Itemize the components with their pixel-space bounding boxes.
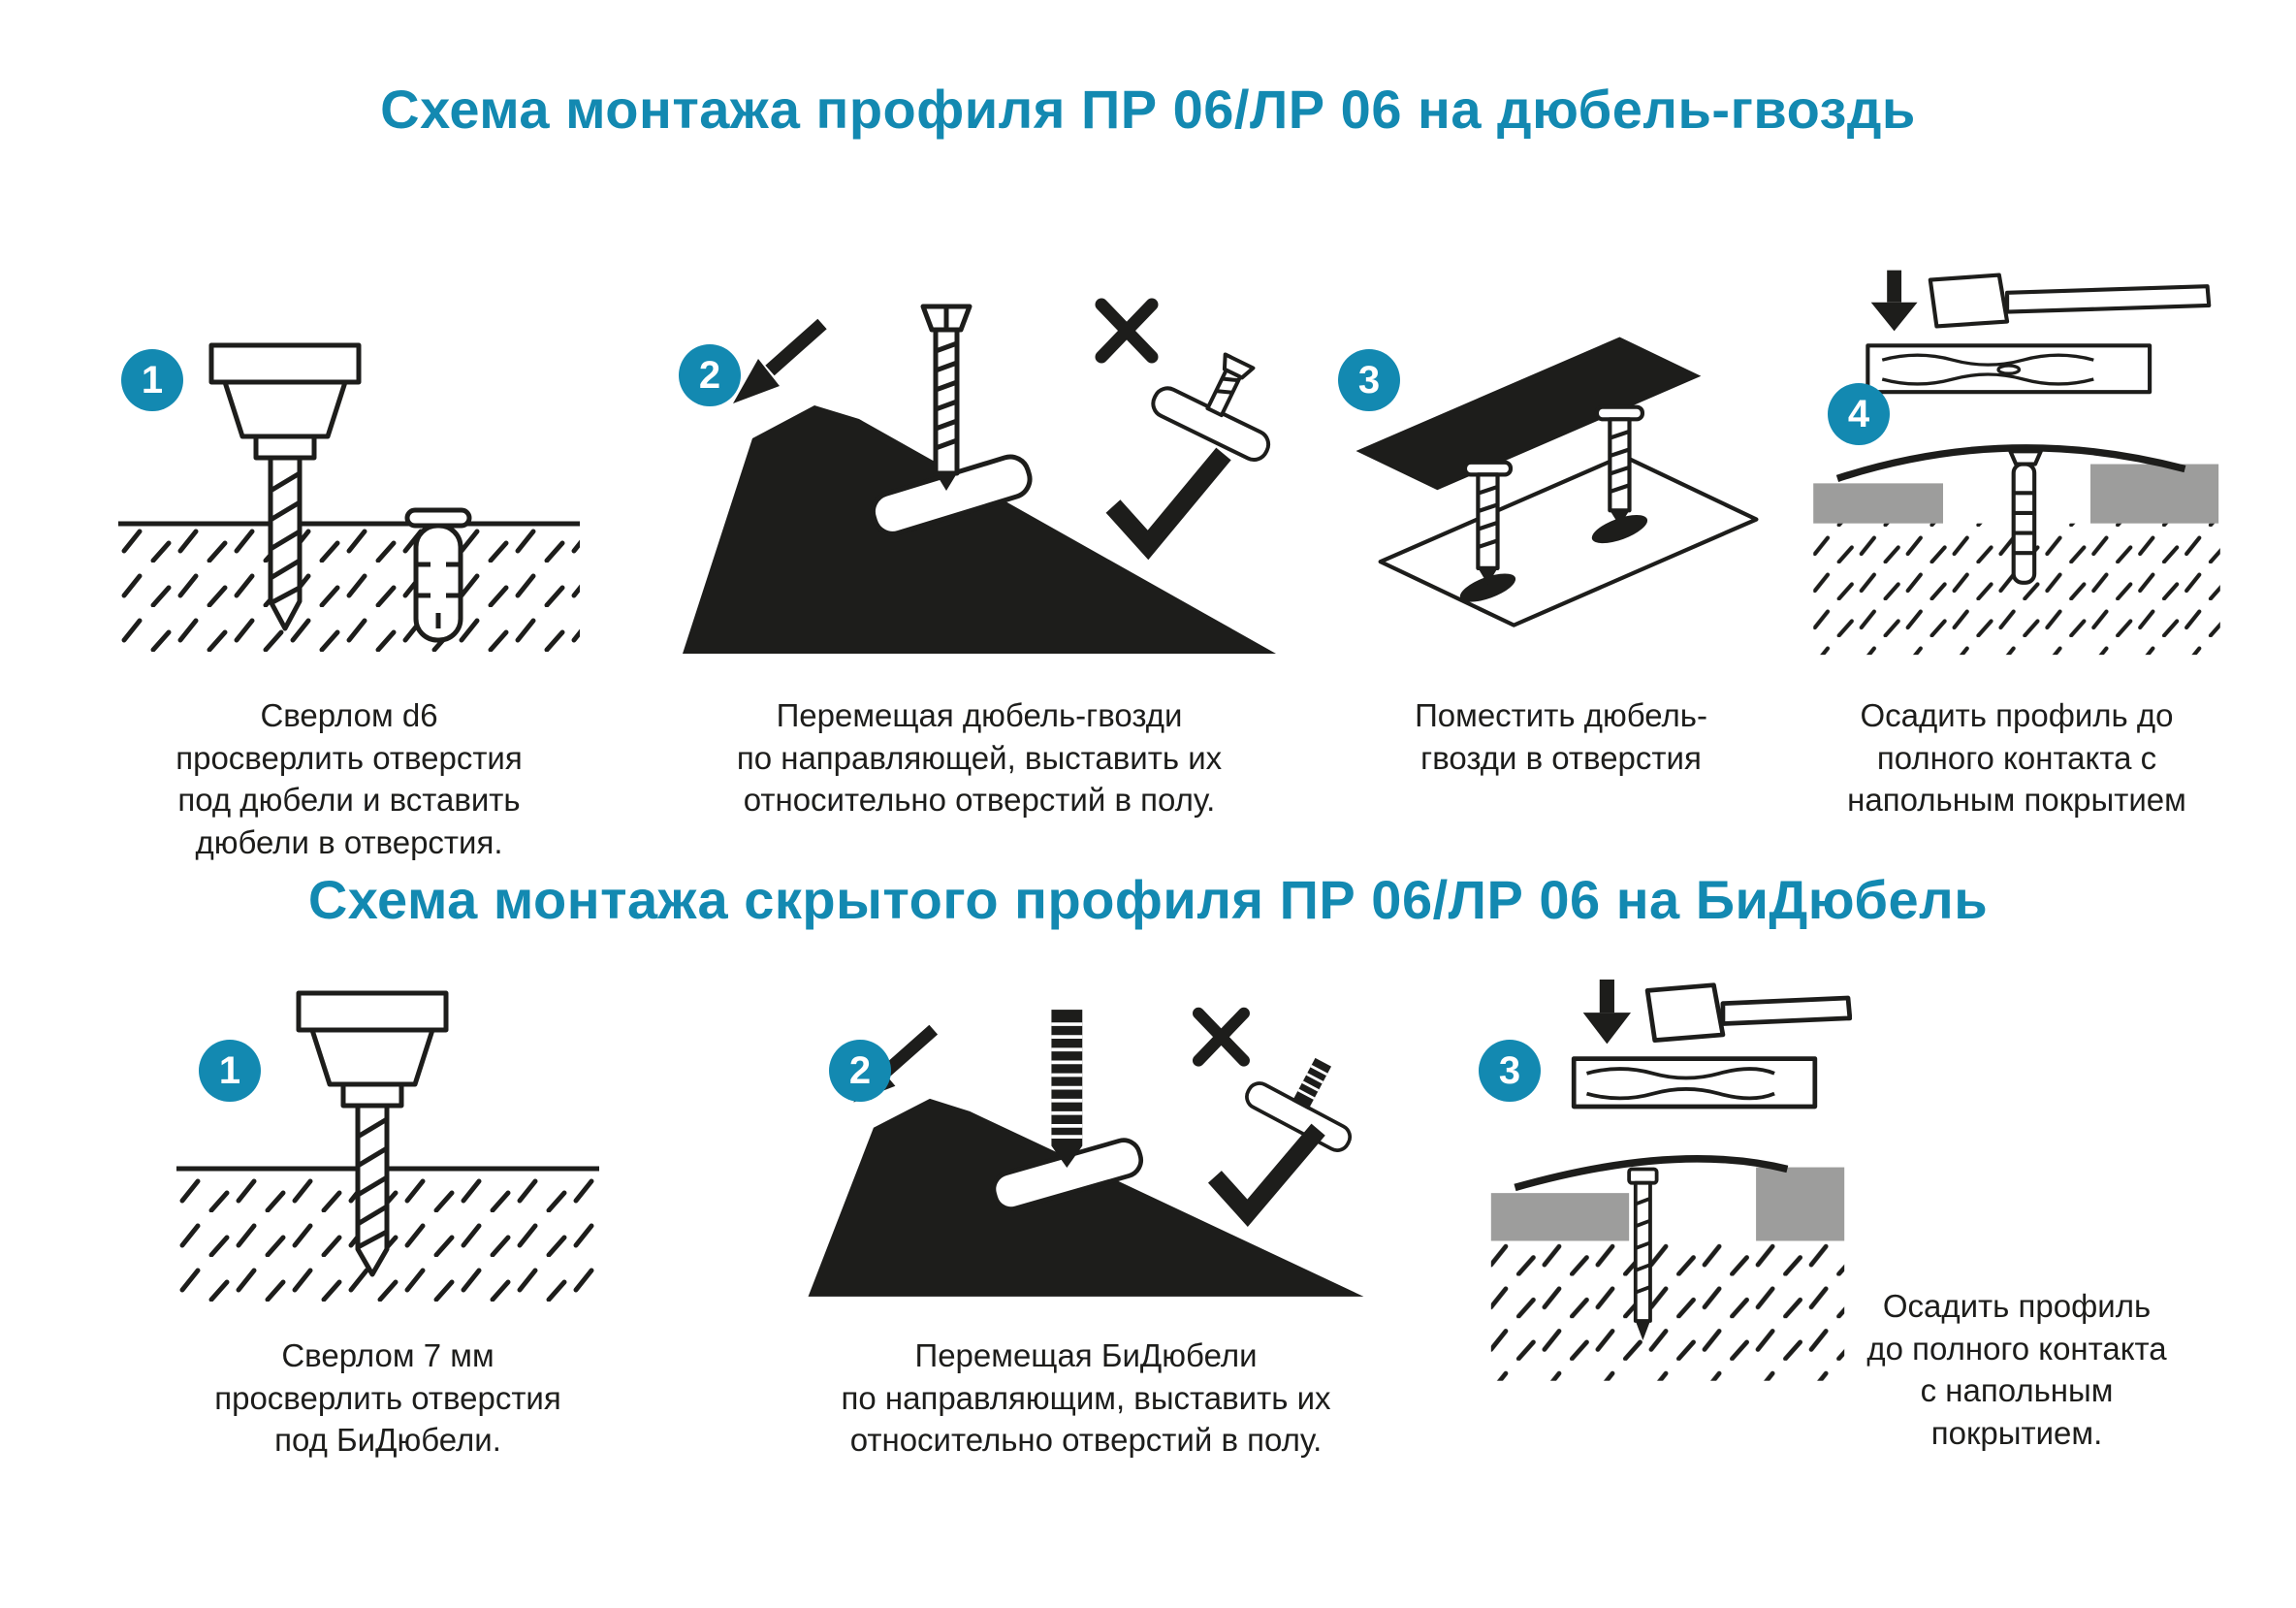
floor-covering-left <box>1490 1193 1630 1241</box>
step-3-bidowel: 3 <box>1454 980 2288 1523</box>
section2-title: Схема монтажа скрытого профиля ПР 06/ЛР … <box>307 869 1989 930</box>
arrow-down-icon <box>1582 980 1632 1045</box>
step-caption: Перемещая дюбель-гвозди по направляющей,… <box>736 697 1223 819</box>
step-number-badge: 4 <box>1828 383 1890 445</box>
step-1-bidowel: 1 Сверлом <box>116 980 659 1462</box>
checkmark-icon <box>1105 447 1231 561</box>
step-illustration <box>640 223 1319 669</box>
drill-into-floor-illustration <box>176 990 599 1304</box>
step-number: 3 <box>1357 358 1381 402</box>
ramp-icon <box>683 405 1276 654</box>
ramp-icon <box>808 1098 1364 1297</box>
step-caption: Сверлом d6 просверлить отверстия под дюб… <box>175 697 523 860</box>
dowel-nail-screw-icon <box>920 304 973 491</box>
step-caption: Поместить дюбель- гвозди в отверстия <box>1415 697 1707 776</box>
profile-icon <box>1835 444 2186 482</box>
dowel-nail-screw-icon <box>1594 404 1645 527</box>
step-number-badge: 3 <box>1479 1040 1541 1102</box>
step-illustration <box>58 223 640 669</box>
step-illustration <box>1483 980 1852 1394</box>
wrong-tilted-profile-icon <box>1245 1057 1353 1152</box>
step-caption: Перемещая БиДюбели по направляющим, выст… <box>841 1337 1331 1459</box>
dowel-icon <box>404 507 472 643</box>
wrong-tilted-profile-icon <box>1151 352 1271 462</box>
step-caption: Осадить профиль до полного контакта с на… <box>1866 1288 2167 1451</box>
step-number: 2 <box>848 1048 872 1092</box>
floor-covering-left <box>1813 483 1944 524</box>
step-number-badge: 1 <box>121 349 183 411</box>
wood-block-icon <box>1571 1056 1818 1110</box>
step-2-bidowel: 2 <box>747 980 1425 1462</box>
ground-hatch <box>1490 1240 1845 1381</box>
section1-title: Схема монтажа профиля ПР 06/ЛР 06 на дюб… <box>380 79 1916 140</box>
step-number: 4 <box>1847 392 1870 435</box>
bidowel-screw-icon <box>1627 1167 1659 1340</box>
step-illustration <box>1309 223 1813 669</box>
wood-block-icon <box>1866 343 2152 395</box>
dowel-nail-on-profile-guide-illustration <box>683 298 1276 654</box>
hole-icon <box>1459 573 1516 602</box>
dowel-nail-screw-icon <box>1462 460 1514 585</box>
slide-arrow-icon <box>733 318 827 403</box>
drill-and-dowel-illustration <box>118 342 580 661</box>
bidowel-on-profile-guide-illustration <box>808 1007 1364 1297</box>
step-number: 3 <box>1498 1048 1521 1092</box>
step-1-dowel-nail: 1 <box>58 223 640 863</box>
hammer-seat-profile-illustration <box>1813 270 2220 656</box>
floor-covering-right <box>2089 464 2219 524</box>
dowel-nail-icon <box>2008 449 2043 585</box>
step-number-badge: 1 <box>199 1040 261 1102</box>
hole-icon <box>1591 515 1648 544</box>
checkmark-icon <box>1207 1123 1325 1227</box>
floor-covering-right <box>1756 1167 1845 1241</box>
step-illustration <box>116 980 659 1309</box>
step-number-badge: 2 <box>829 1040 891 1102</box>
drill-icon <box>296 990 449 1277</box>
step-2-dowel-nail: 2 <box>640 223 1319 821</box>
profile-icon <box>1514 1155 1789 1192</box>
step-3-dowel-nail: 3 <box>1309 223 1813 779</box>
hammer-seat-profile-illustration <box>1490 980 1852 1381</box>
step-number: 2 <box>698 353 721 397</box>
step-number-badge: 2 <box>679 344 741 406</box>
step-illustration <box>747 980 1425 1309</box>
step-number-badge: 3 <box>1338 349 1400 411</box>
step-caption: Сверлом 7 мм просверлить отверстия под Б… <box>214 1337 561 1459</box>
floor-plate-icon <box>1378 453 1759 627</box>
hammer-icon <box>1644 982 1852 1043</box>
drill-icon <box>208 342 362 631</box>
step-number: 1 <box>141 358 164 402</box>
step-number: 1 <box>218 1048 241 1092</box>
profile-icon <box>1355 337 1702 491</box>
bidowel-icon <box>1051 1010 1083 1168</box>
step-caption: Осадить профиль до полного контакта с на… <box>1847 697 2186 819</box>
cross-icon <box>1192 1007 1250 1067</box>
dowel-nails-into-holes-illustration <box>1355 337 1759 627</box>
step-illustration <box>1799 223 2235 669</box>
ground-hatch <box>118 521 580 661</box>
arrow-down-icon <box>1870 270 1918 332</box>
hammer-icon <box>1928 273 2212 329</box>
cross-icon <box>1095 298 1159 364</box>
step-4-dowel-nail: 4 <box>1799 223 2235 821</box>
